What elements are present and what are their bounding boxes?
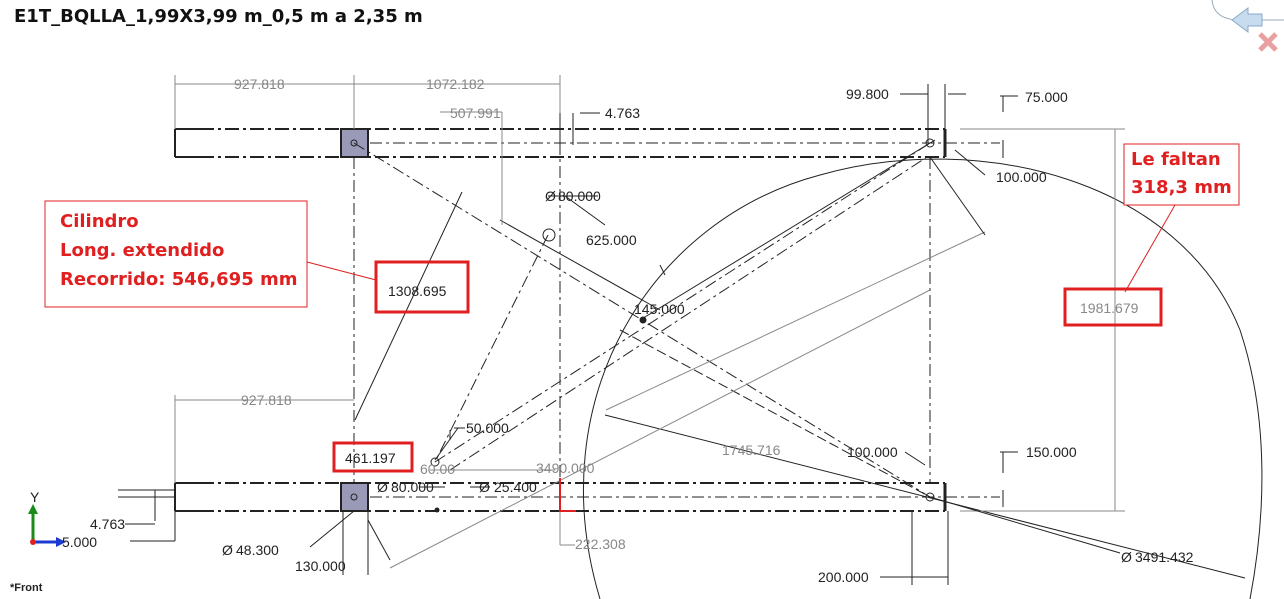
dim-461[interactable]: 461.197 (345, 450, 396, 466)
reference-circle (583, 158, 1263, 599)
dim-4763-bottom[interactable]: 4.763 (90, 516, 125, 532)
top-beam (174, 128, 1000, 158)
dim-5[interactable]: 5.000 (62, 534, 97, 550)
leader-lines (125, 84, 1121, 585)
dim-507[interactable]: 507.991 (450, 105, 501, 121)
dim-50[interactable]: 50.000 (466, 420, 509, 436)
pivot-points (430, 138, 935, 513)
dim-dia3491-symbol: Ø (1121, 549, 1132, 565)
dimension-lines (174, 75, 1125, 569)
dim-dia80-top[interactable]: 80.000 (558, 188, 601, 204)
dim-1072[interactable]: 1072.182 (426, 76, 485, 92)
dim-dia80-top-symbol: Ø (545, 188, 556, 204)
highlight-boxes (332, 260, 1163, 473)
view-label: *Front (10, 582, 43, 594)
missing-callout: Le faltan 318,3 mm (1123, 143, 1240, 293)
dim-60[interactable]: 60.00 (420, 461, 455, 477)
cylinder-line-3: Recorrido: 546,695 mm (60, 269, 298, 290)
cylinder-line-2: Long. extendido (60, 240, 224, 261)
dim-100-top[interactable]: 100.000 (996, 169, 1047, 185)
construction-lines (353, 139, 1246, 579)
dim-dia25[interactable]: 25.400 (494, 479, 537, 495)
dim-1981[interactable]: 1981.679 (1080, 300, 1139, 316)
dim-222[interactable]: 222.308 (575, 536, 626, 552)
missing-line-2: 318,3 mm (1131, 177, 1232, 198)
dim-99800[interactable]: 99.800 (846, 86, 889, 102)
dim-dia80-bottom[interactable]: 80.000 (391, 479, 434, 495)
dim-130[interactable]: 130.000 (295, 558, 346, 574)
dim-3490[interactable]: 3490.000 (536, 460, 595, 476)
dim-625[interactable]: 625.000 (586, 232, 637, 248)
dim-1745[interactable]: 1745.716 (722, 442, 781, 458)
dim-100-bottom[interactable]: 100.000 (847, 444, 898, 460)
confirmation-corner (1210, 0, 1284, 60)
triad-y-label: Y (30, 489, 40, 505)
dim-1308[interactable]: 1308.695 (388, 283, 447, 299)
missing-line-1: Le faltan (1131, 149, 1221, 170)
origin-marker (559, 478, 576, 512)
dim-dia25-symbol: Ø (479, 479, 490, 495)
dim-dia48-symbol: Ø (222, 542, 233, 558)
dim-927-top[interactable]: 927.818 (234, 76, 285, 92)
coordinate-triad: Y (28, 489, 66, 547)
ok-arrow-icon[interactable] (1231, 7, 1263, 33)
cancel-icon[interactable] (1258, 32, 1278, 52)
dim-dia3491[interactable]: 3491.432 (1135, 549, 1194, 565)
dim-927-bottom[interactable]: 927.818 (241, 392, 292, 408)
dim-145[interactable]: 145.000 (634, 301, 685, 317)
bottom-left-post (340, 482, 369, 512)
dim-150[interactable]: 150.000 (1026, 444, 1077, 460)
cylinder-line-1: Cilindro (60, 211, 139, 232)
cylinder-callout: Cilindro Long. extendido Recorrido: 546,… (44, 200, 377, 308)
dim-200[interactable]: 200.000 (818, 569, 869, 585)
dim-dia48[interactable]: 48.300 (236, 542, 279, 558)
dim-dia80-bottom-symbol: Ø (377, 479, 388, 495)
document-title: E1T_BQLLA_1,99X3,99 m_0,5 m a 2,35 m (14, 6, 423, 27)
dim-75[interactable]: 75.000 (1025, 89, 1068, 105)
dim-4763-top[interactable]: 4.763 (605, 105, 640, 121)
